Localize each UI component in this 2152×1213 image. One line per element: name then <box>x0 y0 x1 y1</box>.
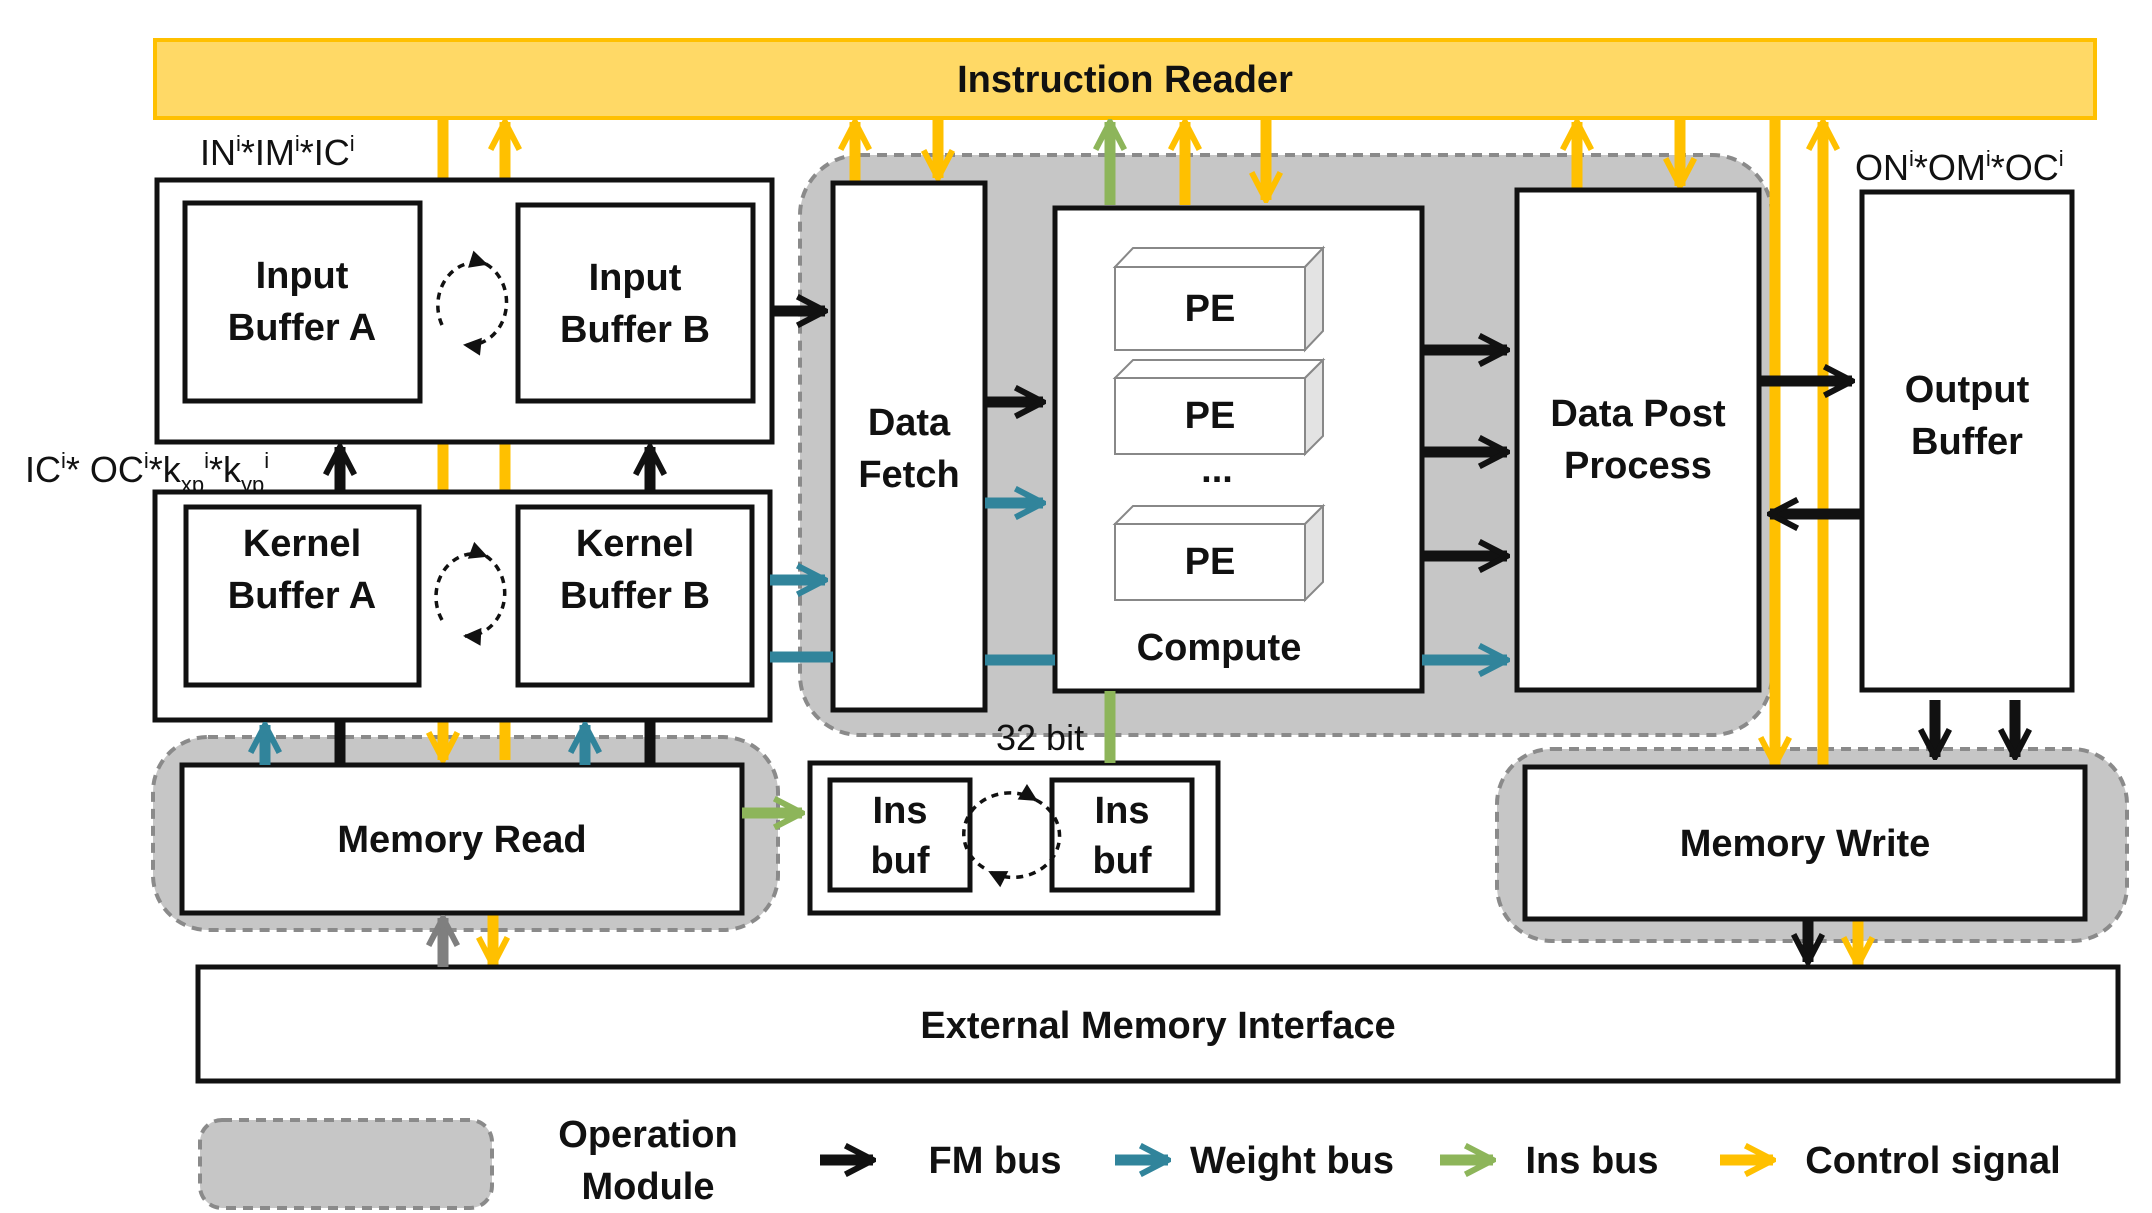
kernel-buffer-b-label: Kernel <box>576 523 694 565</box>
pe-block: PE <box>1112 245 1326 353</box>
compute-label: Compute <box>1137 627 1302 669</box>
ins-buffer-a <box>827 777 973 893</box>
legend-control-signal-label: Control signal <box>1805 1140 2060 1182</box>
output-buffer-label: Buffer <box>1911 421 2023 463</box>
kernel-buffer-b <box>515 504 755 688</box>
ins-buffer-b-label: buf <box>1092 840 1151 882</box>
memory-write <box>1522 764 2088 922</box>
input-buffer-a <box>182 200 423 404</box>
output-buffer-dimensions: ONi*OMi*OCi <box>1855 146 2064 188</box>
kernel-buffer-b-label: Buffer B <box>560 575 710 617</box>
input-buffer-b-label: Buffer B <box>560 309 710 351</box>
output-buffer <box>1859 189 2075 693</box>
ping-pong-swap-icon <box>434 541 507 646</box>
pe-block: PE <box>1112 503 1326 603</box>
memory-write-label: Memory Write <box>1680 823 1931 865</box>
external-memory-interface <box>195 964 2121 1084</box>
data-post-process-label: Process <box>1564 445 1712 487</box>
ins-buffer-b <box>1049 777 1195 893</box>
fm-bus-arrows <box>340 311 2015 962</box>
instruction-reader <box>153 38 2097 120</box>
legend: Operation Module FM bus Weight bus Ins b… <box>198 1114 2061 1210</box>
output-buffer-label: Output <box>1905 369 2030 411</box>
legend-weight-bus-label: Weight bus <box>1190 1140 1394 1182</box>
input-buffer-a-label: Input <box>256 255 349 297</box>
data-post-process-label: Data Post <box>1550 393 1726 435</box>
memory-read <box>179 762 745 916</box>
ins-buffer-b-label: Ins <box>1095 790 1150 832</box>
pe-label: PE <box>1185 541 1236 583</box>
instruction-reader-label: Instruction Reader <box>957 59 1293 101</box>
input-buffer-b <box>515 202 756 404</box>
input-buffer-a-label: Buffer A <box>228 307 376 349</box>
data-fetch <box>830 180 988 713</box>
legend-fm-bus-label: FM bus <box>929 1140 1062 1182</box>
ping-pong-swap-icon <box>436 250 509 356</box>
data-fetch-label: Data <box>868 402 951 444</box>
legend-operation-module-label: Module <box>582 1166 715 1208</box>
pe-label: PE <box>1185 395 1236 437</box>
weight-bus-arrows <box>265 503 1507 765</box>
kernel-buffer-dimensions: ICi* OCi*kxpi*kypi <box>25 448 269 497</box>
bit-width-label: 32 bit <box>996 717 1084 758</box>
legend-operation-module-swatch <box>198 1118 494 1210</box>
memory-read-label: Memory Read <box>337 819 586 861</box>
kernel-buffer-a-label: Kernel <box>243 523 361 565</box>
data-post-process <box>1514 187 1762 693</box>
kernel-buffer-a-label: Buffer A <box>228 575 376 617</box>
pe-block: PE <box>1112 357 1326 457</box>
ins-buffer-a-label: buf <box>870 840 929 882</box>
legend-ins-bus-label: Ins bus <box>1525 1140 1658 1182</box>
input-buffer-dimensions: INi*IMi*ICi <box>200 131 355 173</box>
pe-label: PE <box>1185 288 1236 330</box>
ping-pong-swap-icon <box>962 784 1062 888</box>
input-buffer-b-label: Input <box>589 257 682 299</box>
ins-buffer-a-label: Ins <box>873 790 928 832</box>
legend-operation-module-label: Operation <box>558 1114 737 1156</box>
external-memory-interface-label: External Memory Interface <box>920 1005 1395 1047</box>
ins-bus-arrows <box>742 691 1116 813</box>
kernel-buffer-a <box>183 504 422 688</box>
data-fetch-label: Fetch <box>858 454 959 496</box>
pe-ellipsis: ... <box>1201 449 1233 491</box>
